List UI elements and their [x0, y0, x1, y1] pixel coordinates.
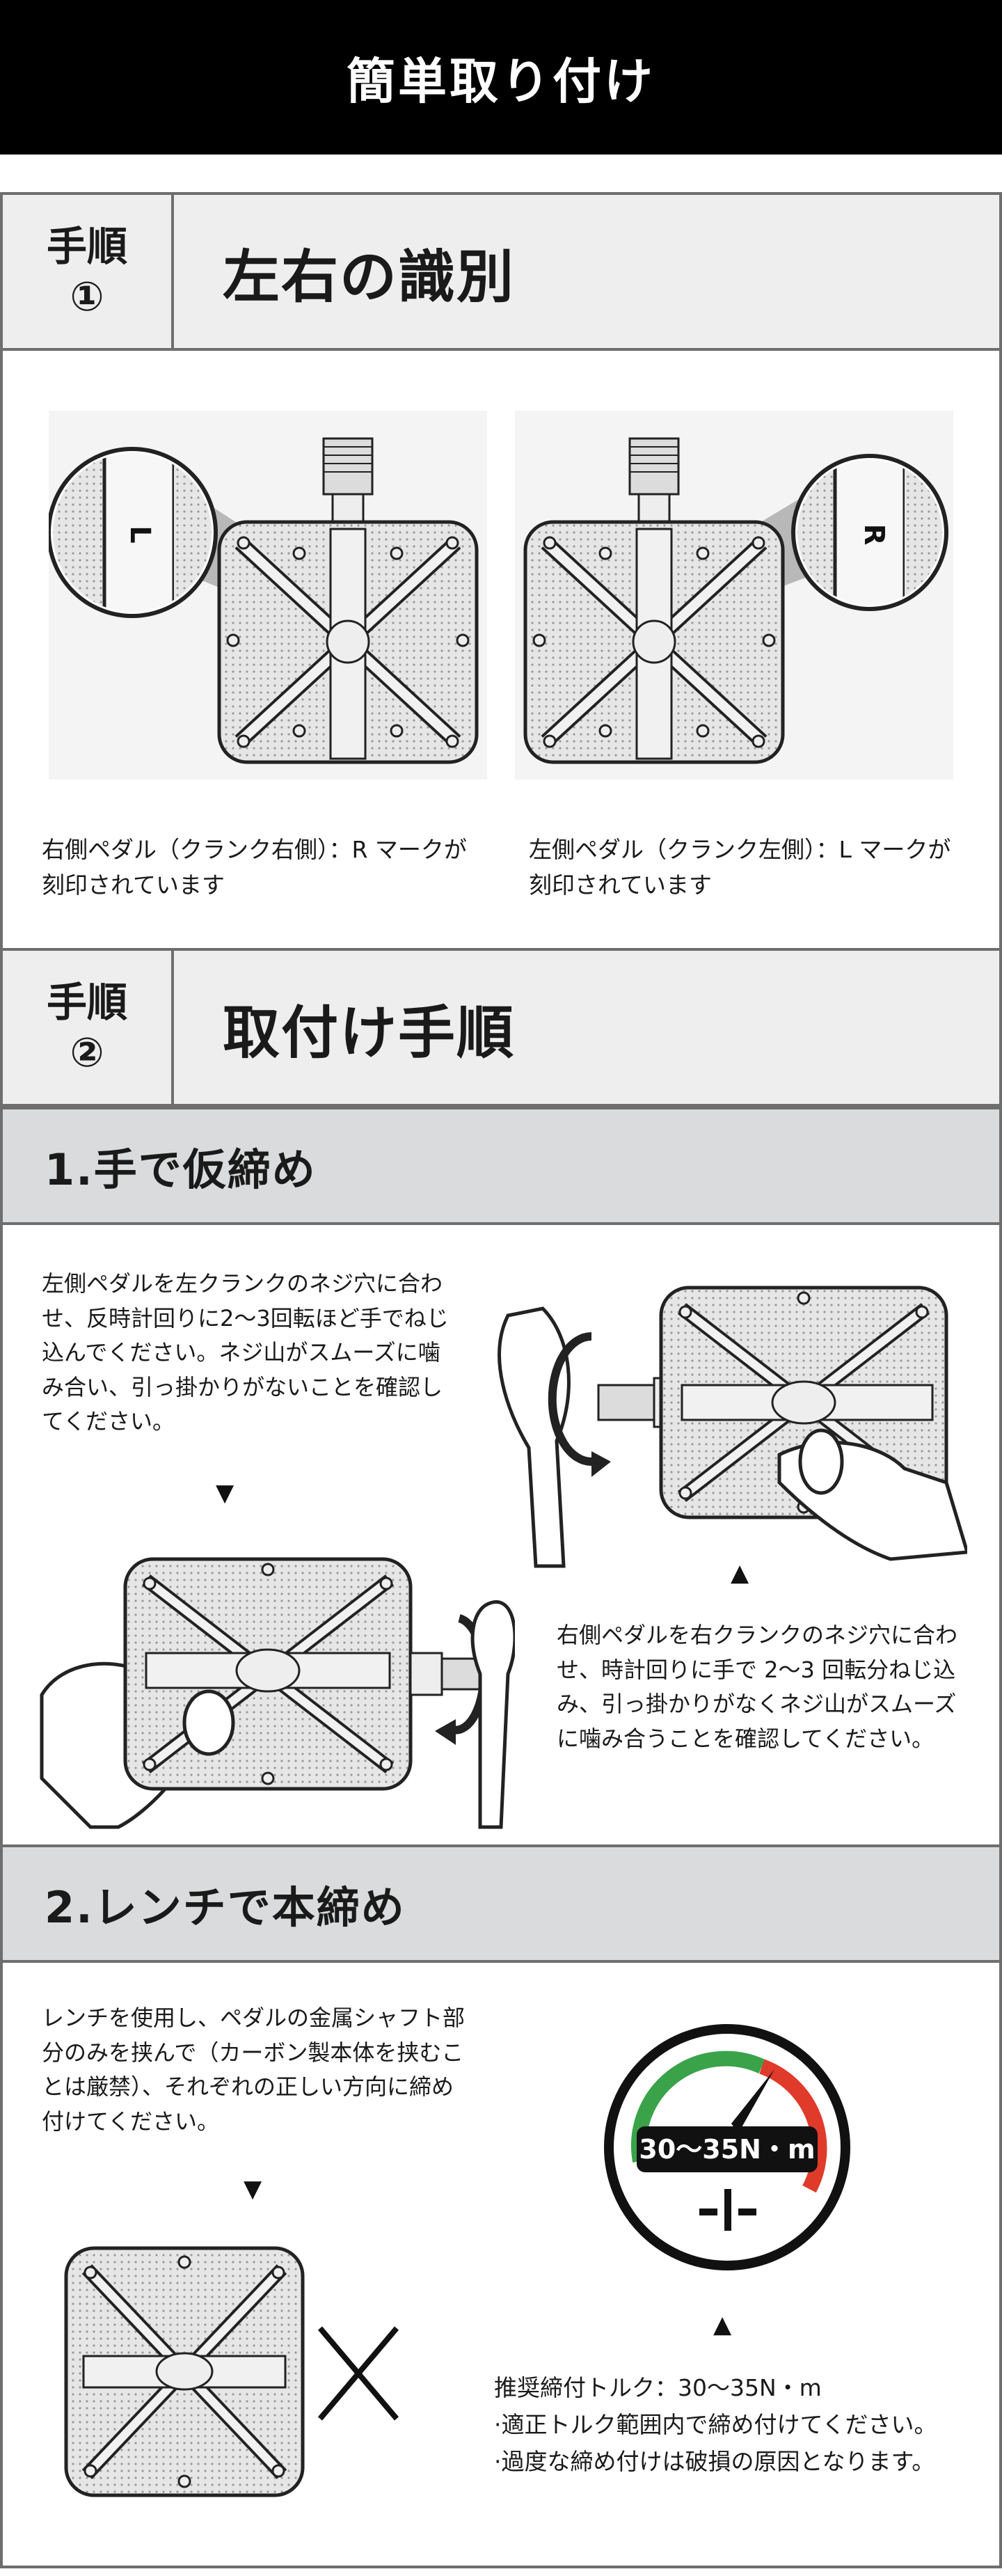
right-pedal-magnified-mark: R — [858, 524, 890, 546]
forbidden-x-icon — [317, 2326, 399, 2421]
section2-header: 2.レンチで本締め — [0, 1844, 1002, 1963]
right-pedal-illustration: R — [515, 411, 953, 780]
torque-notes: 推奨締付トルク：30〜35N・m ·適正トルク範囲内で締め付けてください。 ·過… — [494, 2370, 981, 2480]
step2-badge: 手順 ② — [3, 951, 174, 1104]
wrench-instruction: レンチを使用し、ペダルの金属シャフト部分のみを挟んで（カーボン製本体を挟むことは… — [42, 2005, 466, 2135]
down-arrow-icon: ▼ — [216, 1479, 234, 1507]
step1-header: 手順 ① 左右の識別 — [0, 192, 1002, 351]
up-arrow-icon: ▲ — [713, 2311, 732, 2339]
right-pedal-install-illustration — [498, 1286, 967, 1568]
gauge-value: 30〜35N・m — [639, 2134, 815, 2165]
step1-title: 左右の識別 — [223, 244, 516, 310]
step1-badge: 手順 ① — [3, 195, 174, 348]
right-pedal-caption: 右側ペダル（クランク右側）：R マークが刻印されています — [42, 836, 467, 899]
left-pedal-magnified-mark: L — [124, 526, 156, 544]
up-arrow-icon: ▲ — [731, 1559, 749, 1587]
page-title: 簡単取り付け — [347, 52, 655, 110]
step2-header: 手順 ② 取付け手順 — [0, 948, 1002, 1107]
step2-badge-label: 手順 — [46, 978, 127, 1026]
torque-gauge-icon: 30〜35N・m — [604, 2024, 850, 2270]
right-pedal-instruction: 右側ペダルを右クランクのネジ穴に合わせ、時計回りに手で 2〜3 回転分ねじ込み、… — [557, 1622, 958, 1752]
down-arrow-icon: ▼ — [244, 2175, 262, 2203]
left-pedal-caption: 左側ペダル（クランク左側）：L マークが刻印されています — [529, 836, 951, 899]
step2-badge-number: ② — [70, 1029, 104, 1076]
left-pedal-instruction: 左側ペダルを左クランクのネジ穴に合わせ、反時計回りに2〜3回転ほど手でねじ込んで… — [42, 1270, 449, 1435]
step1-badge-number: ① — [70, 273, 104, 320]
page-header: 簡単取り付け — [0, 0, 1002, 155]
torque-note-2: ·過度な締め付けは破損の原因となります。 — [494, 2447, 935, 2475]
torque-note-1: ·適正トルク範囲内で締め付けてください。 — [494, 2410, 937, 2438]
section1-header: 1.手で仮締め — [0, 1107, 1002, 1225]
torque-spec: 推奨締付トルク：30〜35N・m — [494, 2374, 822, 2401]
left-pedal-illustration: L — [49, 411, 487, 780]
left-pedal-install-illustration — [40, 1557, 515, 1829]
step2-title: 取付け手順 — [223, 999, 516, 1066]
step1-badge-label: 手順 — [46, 222, 127, 270]
pedal-body-illustration — [64, 2246, 305, 2497]
bottom-border — [0, 2566, 1002, 2568]
content-frame — [0, 192, 1002, 2568]
